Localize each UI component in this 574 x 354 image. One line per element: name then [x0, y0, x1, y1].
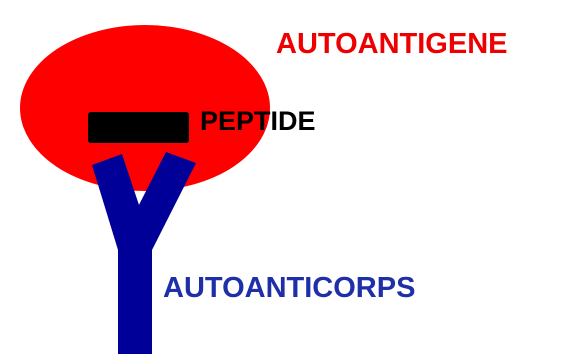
peptide-shape — [88, 112, 189, 143]
autoantigen-label: AUTOANTIGENE — [276, 28, 507, 60]
antibody-stem — [118, 243, 152, 354]
autoantibody-label: AUTOANTICORPS — [163, 272, 415, 304]
peptide-label: PEPTIDE — [200, 106, 316, 136]
